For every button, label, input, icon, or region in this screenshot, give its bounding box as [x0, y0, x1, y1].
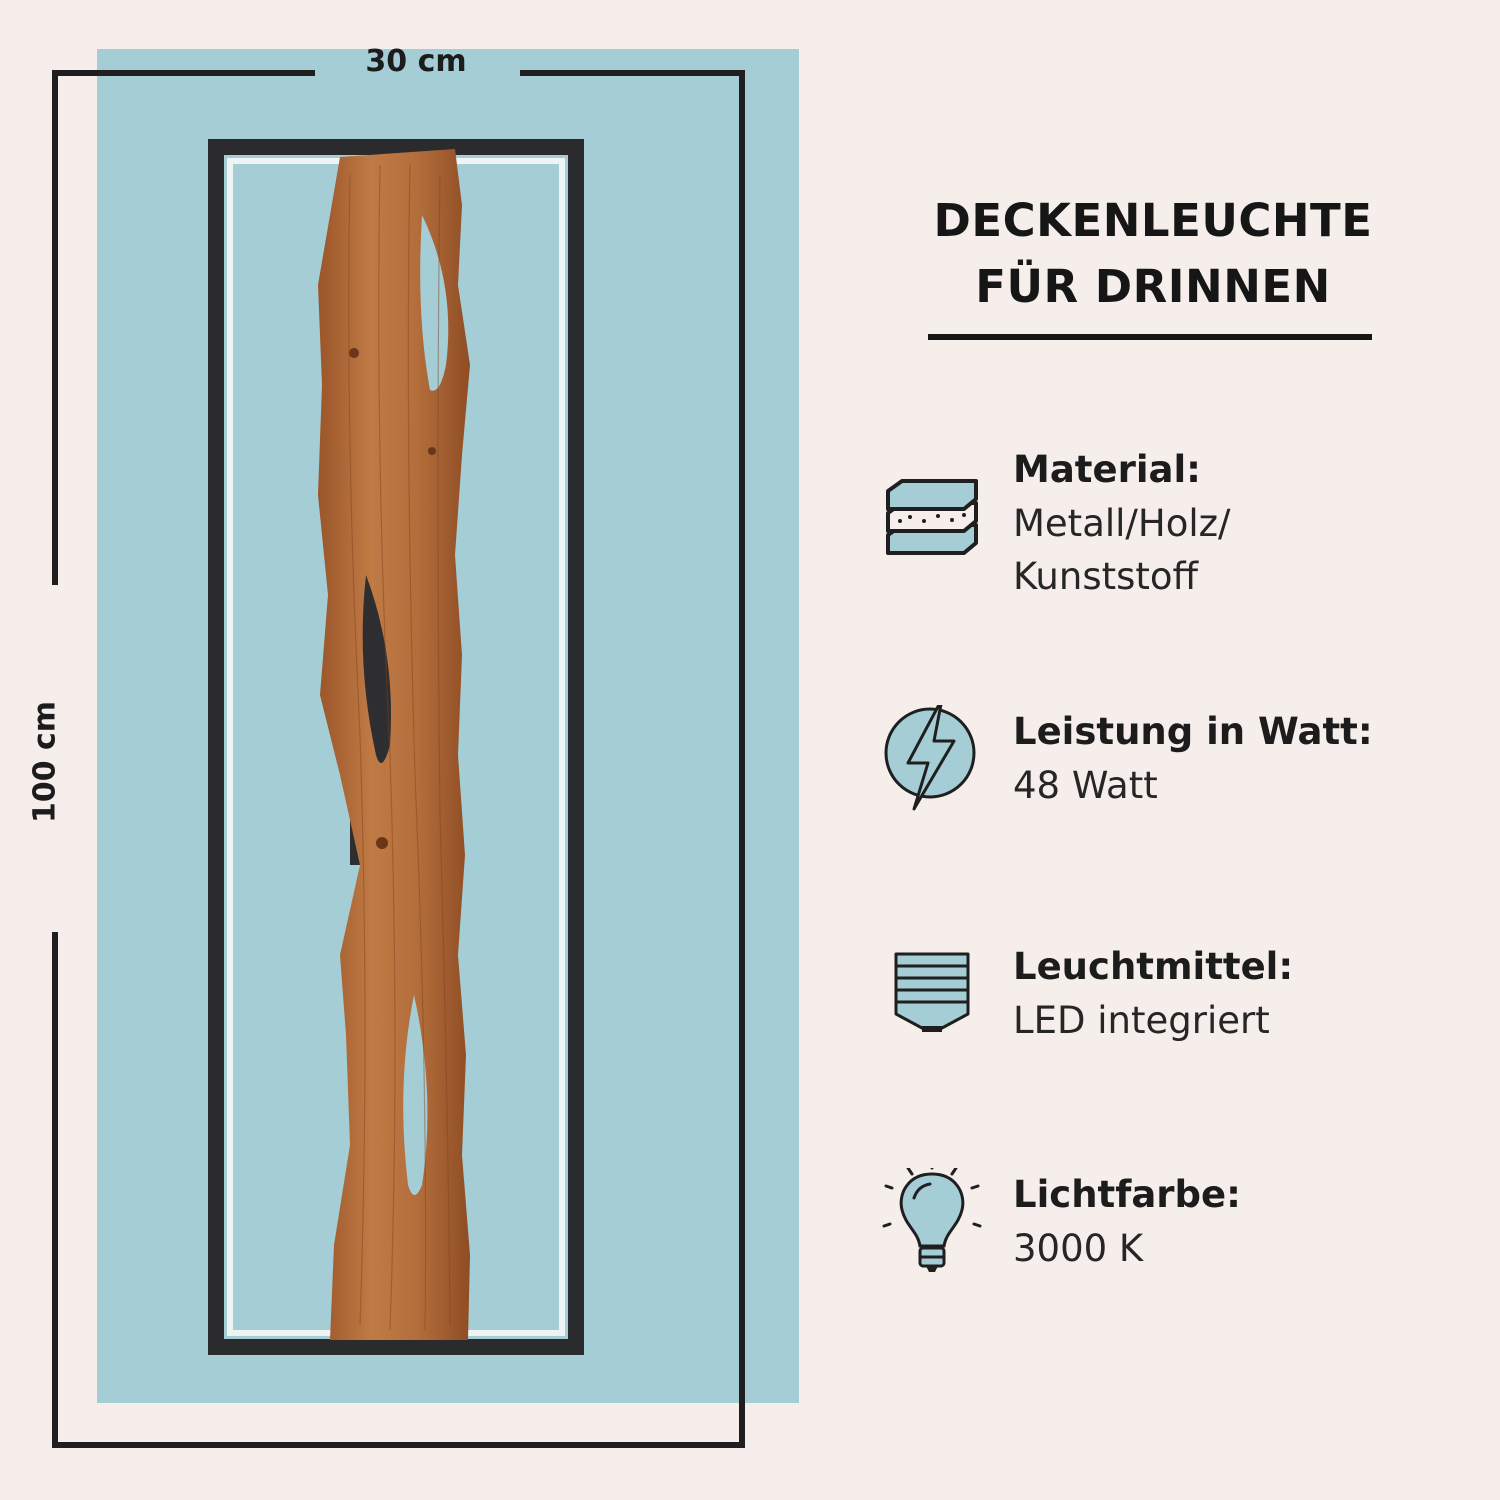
material-layers-icon: [886, 479, 978, 555]
spec-light-color-label: Lichtfarbe:: [1013, 1173, 1241, 1216]
dimension-line-left-top: [52, 70, 58, 585]
dimension-line-top-right: [520, 70, 745, 76]
spec-material-value: Metall/Holz/ Kunststoff: [1013, 497, 1231, 603]
spec-power-value-line: 48 Watt: [1013, 764, 1158, 807]
wood-cutout-2: [362, 575, 391, 763]
page-title: DECKENLEUCHTE FÜR DRINNEN: [928, 188, 1378, 320]
dimension-line-left-bottom: [52, 932, 58, 1448]
info-panel: DECKENLEUCHTE FÜR DRINNEN Material: Meta…: [880, 0, 1480, 1500]
spec-material-value-line: Metall/Holz/: [1013, 502, 1231, 545]
spec-light-color-value-line: 3000 K: [1013, 1227, 1144, 1270]
title-line-1: DECKENLEUCHTE: [933, 194, 1373, 247]
lightning-icon: [884, 705, 976, 811]
spec-power-label: Leistung in Watt:: [1013, 710, 1373, 753]
spec-bulb-type-label: Leuchtmittel:: [1013, 945, 1294, 988]
width-dimension-label: 30 cm: [365, 44, 467, 79]
bulb-socket-icon: [894, 952, 970, 1032]
wood-knot: [349, 348, 359, 358]
dimension-line-bottom: [52, 1442, 745, 1448]
title-underline: [928, 334, 1372, 340]
wood-cutout-1: [420, 215, 449, 391]
wood-cutout-3: [403, 995, 428, 1195]
wooden-ceiling-lamp-image: [208, 139, 584, 1355]
spec-power-value: 48 Watt: [1013, 759, 1158, 812]
dimension-line-top-left: [52, 70, 315, 76]
light-bulb-icon: [882, 1168, 982, 1272]
dimension-line-right: [739, 70, 745, 1448]
spec-bulb-type-value-line: LED integriert: [1013, 999, 1270, 1042]
metal-frame: [208, 139, 584, 1355]
wood-knot: [428, 447, 436, 455]
height-dimension-label: 100 cm: [27, 700, 63, 824]
spec-material-label: Material:: [1013, 448, 1201, 491]
spec-bulb-type-value: LED integriert: [1013, 994, 1270, 1047]
spec-light-color-value: 3000 K: [1013, 1222, 1143, 1275]
spec-material-value-line: Kunststoff: [1013, 555, 1199, 598]
title-line-2: FÜR DRINNEN: [975, 260, 1331, 313]
wood-knot: [376, 837, 388, 849]
wood-plank: [318, 149, 470, 1340]
